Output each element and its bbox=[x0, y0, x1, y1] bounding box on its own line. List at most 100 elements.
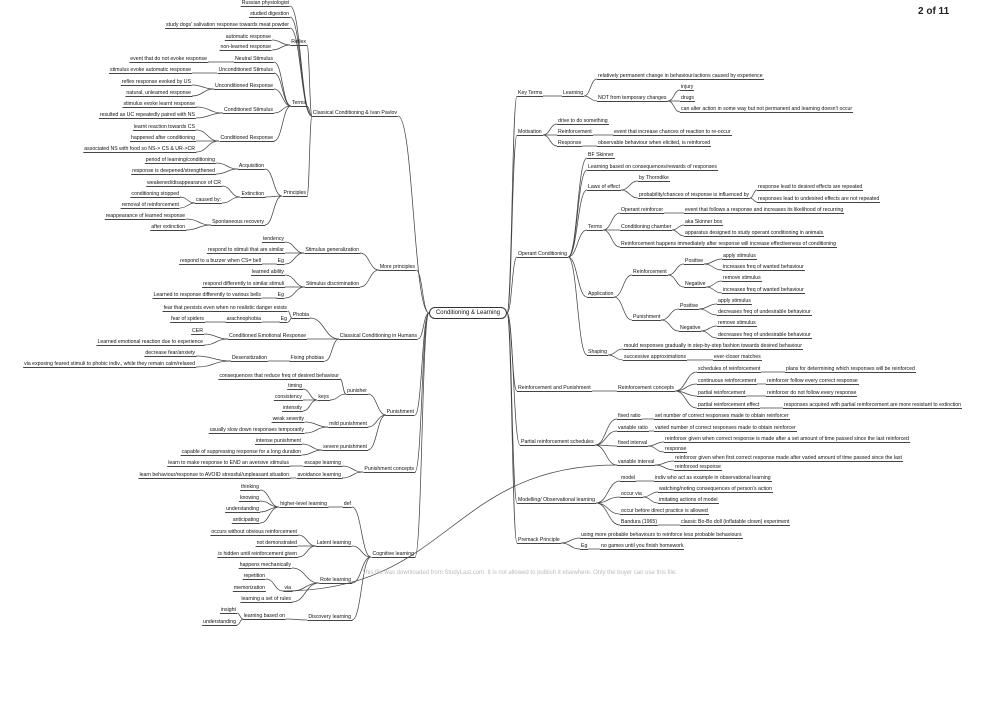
node-right-operant-chamber: Conditioning chamber bbox=[620, 224, 673, 231]
node-right-operant-remove: remove stimulus bbox=[722, 275, 762, 282]
connector-right-operant-apply bbox=[703, 258, 723, 265]
node-left-classical-acq1: period of learning/conditioning bbox=[144, 157, 216, 164]
connector-left-more-eg1 bbox=[284, 252, 305, 265]
node-right-key-terms-learning: Learning bbox=[562, 90, 585, 97]
node-left-classical-sr1: reappearance of learned response bbox=[104, 213, 186, 220]
connector-right-key-terms-l1 bbox=[583, 78, 598, 97]
node-right-operant-successive: successive approximations bbox=[623, 354, 687, 361]
connector-left-cognitive-memorization bbox=[282, 464, 618, 592]
node-right-operant-inc-wanted: increases freq of wanted behaviour bbox=[722, 264, 805, 271]
node-left-punishment-mild: mild punishment bbox=[328, 421, 368, 428]
node-left-cognitive-lat3: is hidden until reinforcement given bbox=[217, 551, 298, 558]
node-left-humans-fixing: Fixing phobias bbox=[289, 355, 325, 362]
node-right-partial-label: Partial reinforcement schedules bbox=[520, 439, 595, 446]
node-right-premack-p1: using more probable behaviours to reinfo… bbox=[580, 532, 743, 539]
node-left-humans-fear-spiders: fear of spiders bbox=[170, 316, 205, 323]
node-right-operant-based: Learning based on consequences/rewards o… bbox=[587, 164, 718, 171]
connector-left-classical-ns bbox=[273, 61, 292, 107]
connector-right-rp-effect bbox=[674, 390, 698, 409]
node-right-operant-aka: aka Skinner box bbox=[684, 219, 724, 226]
connector-right-premack-label bbox=[506, 312, 518, 544]
node-right-rp-continuous: continuous reinforcement bbox=[697, 378, 758, 385]
node-right-operant-inc-wanted2: increases freq of wanted behaviour bbox=[722, 287, 805, 294]
node-left-classical-cr-def2: happened after conditioning bbox=[129, 135, 196, 142]
connector-right-operant-apply2 bbox=[698, 303, 718, 310]
connector-left-cognitive-anticipating bbox=[259, 506, 280, 524]
connector-left-punishment-intensity bbox=[302, 399, 318, 412]
node-right-modelling-bobo: classic Bo-Bo doll (inflatable clown) ex… bbox=[680, 519, 791, 526]
node-left-punishment-consistency: consistency bbox=[273, 394, 303, 401]
node-left-cognitive-memorization: memorization bbox=[232, 585, 266, 592]
node-right-key-terms-injury: injury bbox=[680, 84, 695, 91]
node-right-motivation-reinforcement: Reinforcement bbox=[557, 129, 593, 136]
node-left-classical-automatic: automatic response bbox=[224, 34, 272, 41]
node-right-partial-fi: fixed interval bbox=[617, 440, 649, 447]
node-left-classical-sr2: after extinction bbox=[150, 224, 186, 231]
node-right-partial-fr-def: set number of correct responses made to … bbox=[654, 413, 790, 420]
node-left-punishment-intense: intense punishment bbox=[255, 438, 302, 445]
connector-left-punishment-keys bbox=[329, 393, 347, 401]
node-right-operant-negative2: Negative bbox=[679, 325, 702, 332]
node-left-classical-cr-def1: learnt reaction towards CS bbox=[132, 124, 196, 131]
node-left-punishment-mild-def: usually slow down responses temporarily bbox=[208, 427, 305, 434]
connector-right-operant-shaping bbox=[567, 256, 588, 356]
connector-right-operant-thorndike bbox=[620, 180, 639, 191]
node-left-classical-label: Classical Conditioning & Ivan Pavlov bbox=[311, 110, 398, 117]
connector-left-more-disc0 bbox=[284, 274, 306, 288]
node-right-operant-apparatus: apparatus designed to study operant cond… bbox=[684, 230, 825, 237]
node-right-motivation-response: Response bbox=[557, 140, 583, 147]
node-left-classical-cr: Conditioned Response bbox=[219, 135, 274, 142]
node-left-classical-extinction: Extinction bbox=[240, 191, 265, 198]
node-right-operant-reinf: Reinforcement bbox=[632, 269, 668, 276]
node-right-premack-eg: Eg bbox=[580, 543, 589, 550]
node-left-cognitive-anticipating: anticipating bbox=[231, 517, 260, 524]
connector-left-punishment-intense bbox=[301, 443, 323, 451]
node-left-humans-label: Classical Conditioning in Humans bbox=[338, 333, 418, 340]
node-right-rp-cont-def: reinforcer follow every correct response bbox=[766, 378, 859, 385]
node-left-more-gen: Stimulus generalization bbox=[304, 247, 360, 254]
connector-left-classical-cs-def1 bbox=[195, 106, 224, 114]
connector-left-cognitive-repetition bbox=[265, 578, 284, 592]
node-left-classical-acquisition: Acquisition bbox=[237, 163, 265, 170]
node-left-classical-ur-def2: natural, unlearned response bbox=[125, 90, 192, 97]
connector-left-classical-cs-def2 bbox=[195, 112, 224, 119]
node-left-cognitive-rote2: learning a set of rules bbox=[240, 596, 292, 603]
node-left-humans-cer-def: Learned emotional reaction due to experi… bbox=[96, 339, 204, 346]
connector-right-operant-label bbox=[506, 256, 518, 314]
connector-left-cognitive-rote1 bbox=[291, 567, 320, 584]
node-left-classical-spontaneous: Spontaneous recovery bbox=[211, 219, 265, 226]
node-left-humans-cer: CER bbox=[191, 328, 204, 335]
node-left-cognitive-thinking: thinking bbox=[240, 484, 260, 491]
connector-left-punishment-severe bbox=[367, 414, 387, 451]
node-right-operant-prob2: responses lead to undesired effects are … bbox=[757, 196, 881, 203]
node-right-partial-vr-def: varied number of correct responses made … bbox=[654, 425, 797, 432]
node-right-operant-prob: probability/chances of response is influ… bbox=[638, 192, 751, 199]
node-left-punishment-severe: severe punishment bbox=[322, 444, 368, 451]
node-right-modelling-bandura: Bandura (1965) bbox=[620, 519, 659, 526]
connector-left-humans-eg bbox=[287, 317, 293, 323]
connector-left-cognitive-rote2 bbox=[291, 582, 320, 603]
connector-right-modelling-bandura bbox=[595, 502, 621, 526]
connector-right-key-terms-injury bbox=[667, 89, 681, 102]
node-left-classical-ns-def: event that do not evoke response bbox=[129, 56, 208, 63]
connector-left-humans-fixing bbox=[324, 338, 340, 362]
node-right-motivation-label: Motivation bbox=[517, 129, 543, 136]
connector-left-classical-ur-def2 bbox=[191, 88, 215, 97]
node-left-classical-cs-def1: stimulus evoke learnt response bbox=[122, 101, 196, 108]
connector-left-punishment-avoid bbox=[341, 471, 364, 479]
node-right-operant-label: Operant Conditioning bbox=[517, 251, 569, 258]
connector-left-humans-phobia bbox=[309, 317, 340, 340]
node-left-more-gen1: respond to stimuli that are similar bbox=[206, 247, 285, 254]
node-right-motivation-r1: event that increase chances of reaction … bbox=[613, 129, 732, 136]
node-left-punishment-intensity: intensity bbox=[281, 405, 303, 412]
node-left-punishment-keys: keys bbox=[317, 394, 330, 401]
node-left-classical-terms: Terms bbox=[290, 100, 307, 107]
node-right-operant-dec-undes: decreases freq of undesirable behaviour bbox=[717, 309, 812, 316]
node-left-classical-russian: Russian physiologist bbox=[240, 0, 290, 7]
node-right-operant-prob1: response lead to desired effects are rep… bbox=[757, 184, 864, 191]
node-left-cognitive-insight: insight bbox=[220, 607, 237, 614]
connector-left-humans-des2 bbox=[195, 360, 232, 368]
node-right-key-terms-alter: can alter action in some way but not per… bbox=[680, 106, 854, 113]
connector-left-punishment-pun-def bbox=[339, 378, 347, 395]
connector-left-classical-sr1 bbox=[185, 218, 212, 226]
